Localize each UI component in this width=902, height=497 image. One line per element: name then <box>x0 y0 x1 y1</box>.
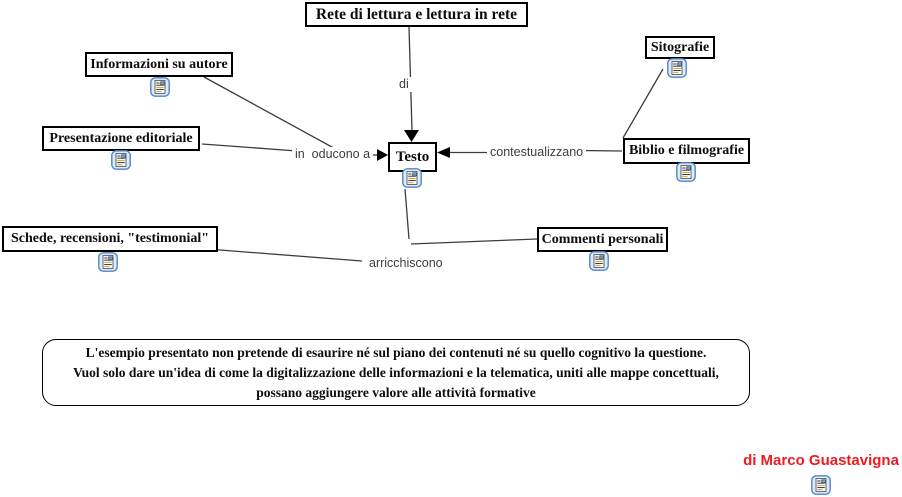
node-label: Sitografie <box>650 39 710 55</box>
resource-icon[interactable] <box>402 168 422 188</box>
node-label: Rete di lettura e lettura in rete <box>315 5 518 23</box>
resource-icon[interactable] <box>667 58 687 78</box>
node-label: Testo <box>395 148 430 165</box>
author-credit-label: di Marco Guastavigna <box>743 452 899 469</box>
note-line-2: Vuol solo dare un'idea di come la digita… <box>73 364 719 380</box>
node-informazioni-su-autore: Informazioni su autore <box>85 52 233 77</box>
node-label: Commenti personali <box>541 231 664 247</box>
resource-icon[interactable] <box>150 77 170 97</box>
resource-icon[interactable] <box>811 475 831 495</box>
resource-icon[interactable] <box>589 251 609 271</box>
node-sitografie: Sitografie <box>645 36 715 59</box>
node-commenti-personali: Commenti personali <box>537 227 668 252</box>
node-label: Informazioni su autore <box>90 56 228 72</box>
author-credit: di Marco Guastavigna <box>733 452 902 469</box>
resource-icon[interactable] <box>111 150 131 170</box>
note-box: L'esempio presentato non pretende di esa… <box>42 339 750 406</box>
node-biblio-e-filmografie: Biblio e filmografie <box>623 138 750 164</box>
node-label: Presentazione editoriale <box>49 130 193 146</box>
node-label: Biblio e filmografie <box>628 143 745 158</box>
link-label-di: di <box>396 77 412 92</box>
node-presentazione-editoriale: Presentazione editoriale <box>42 126 200 151</box>
node-label: Schede, recensioni, "testimonial" <box>10 231 210 246</box>
link-label-introducono-a: in oducono a <box>292 147 374 162</box>
note-line-3: possano aggiungere valore alle attività … <box>256 384 536 400</box>
note-line-1: L'esempio presentato non pretende di esa… <box>85 344 707 360</box>
node-rete-di-lettura: Rete di lettura e lettura in rete <box>305 2 528 27</box>
resource-icon[interactable] <box>676 162 696 182</box>
resource-icon[interactable] <box>98 252 118 272</box>
node-schede-recensioni-testimonial: Schede, recensioni, "testimonial" <box>2 226 218 252</box>
link-label-contestualizzano: contestualizzano <box>487 145 587 160</box>
link-label-arricchiscono: arricchiscono <box>366 256 446 271</box>
node-testo: Testo <box>388 142 437 172</box>
